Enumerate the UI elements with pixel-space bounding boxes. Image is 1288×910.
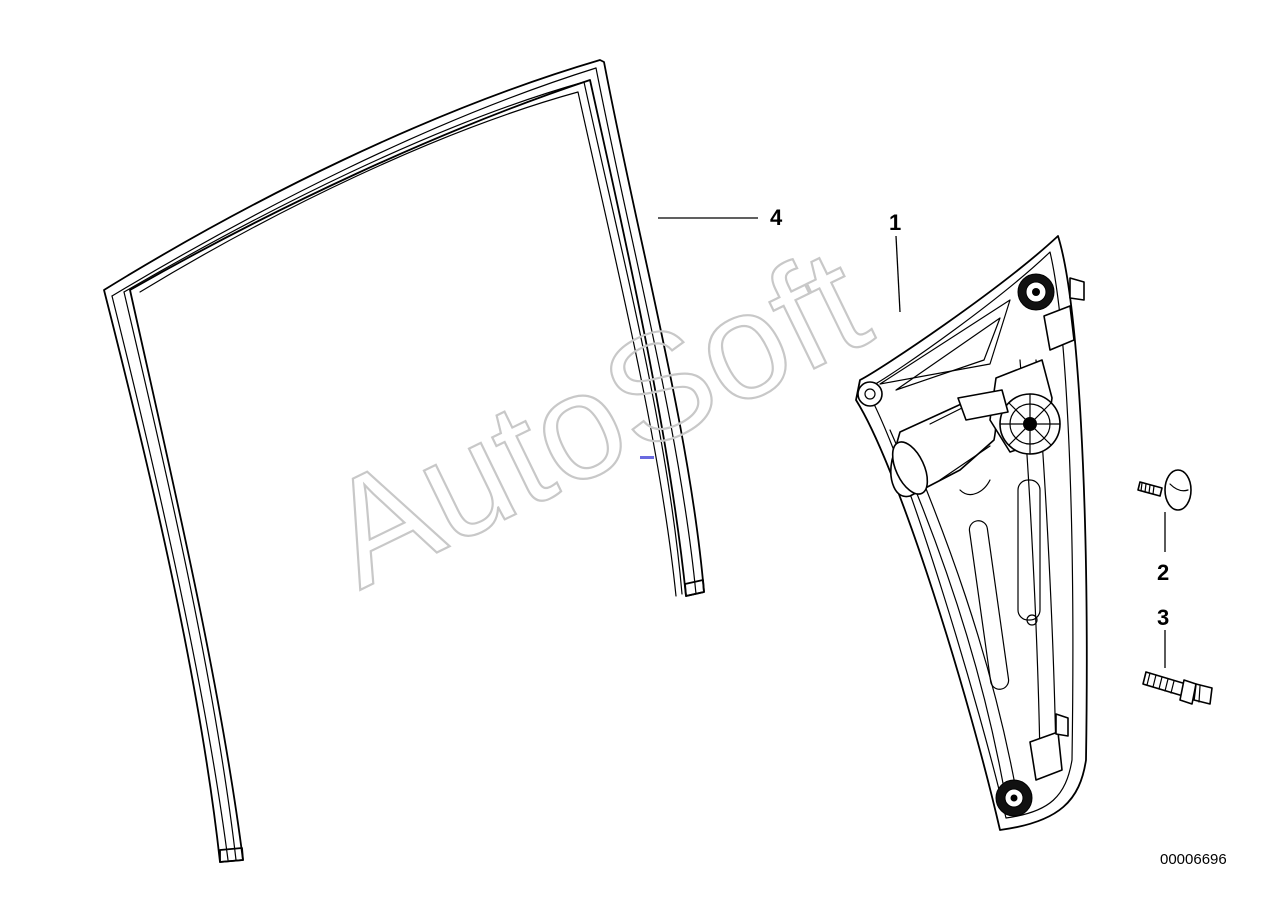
leader-line-1 bbox=[895, 235, 901, 313]
screw-pin-part bbox=[1137, 469, 1192, 511]
hex-bolt-part bbox=[1142, 671, 1213, 705]
accent-marker bbox=[640, 456, 654, 459]
drawing-number: 00006696 bbox=[1160, 851, 1227, 868]
callout-1: 1 bbox=[889, 210, 901, 235]
window-guide-part bbox=[103, 59, 705, 863]
window-regulator-part bbox=[855, 235, 1088, 831]
watermark-text: AutoSoft bbox=[300, 216, 891, 619]
callout-4: 4 bbox=[770, 205, 783, 230]
callout-3: 3 bbox=[1157, 605, 1169, 630]
callout-2: 2 bbox=[1157, 560, 1169, 585]
